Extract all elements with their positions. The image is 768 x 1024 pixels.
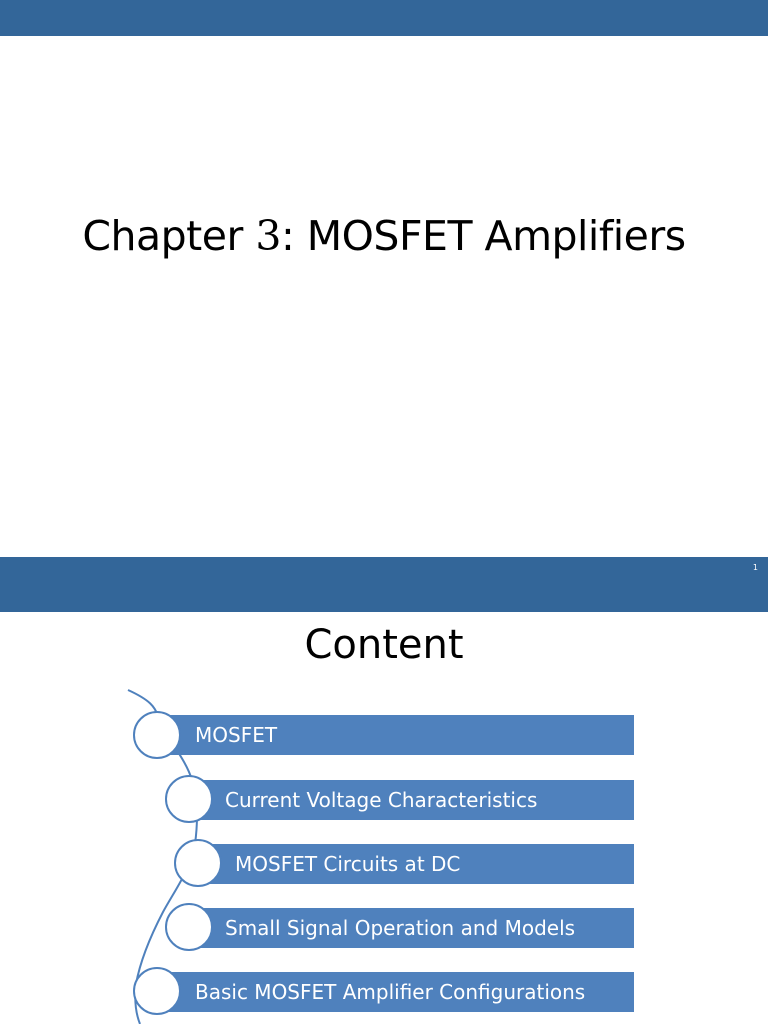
content-item-label: Small Signal Operation and Models (225, 916, 576, 940)
slide-title: Chapter 3: MOSFET Amplifiers (0, 212, 768, 260)
content-item-iv-characteristics: Current Voltage Characteristics (190, 780, 634, 820)
content-heading: Content (304, 622, 464, 668)
title-prefix: Chapter (82, 212, 256, 260)
content-item-mosfet: MOSFET (155, 715, 634, 755)
content-item-marker (174, 839, 222, 887)
slide-divider-bar: 1 (0, 557, 768, 612)
content-item-dc-circuits: MOSFET Circuits at DC (200, 844, 634, 884)
content-item-marker (165, 903, 213, 951)
slide-number: 1 (752, 563, 758, 572)
content-item-label: Current Voltage Characteristics (225, 788, 538, 812)
content-item-marker (133, 711, 181, 759)
content-item-small-signal: Small Signal Operation and Models (190, 908, 634, 948)
content-item-label: MOSFET Circuits at DC (235, 852, 461, 876)
slide1-top-bar (0, 0, 768, 36)
chapter-number: 3 (255, 212, 281, 260)
content-item-marker (133, 967, 181, 1015)
content-item-amplifier-configs: Basic MOSFET Amplifier Configurations (155, 972, 634, 1012)
content-item-marker (165, 775, 213, 823)
content-item-label: Basic MOSFET Amplifier Configurations (195, 980, 586, 1004)
content-item-label: MOSFET (195, 723, 278, 747)
title-suffix: : MOSFET Amplifiers (280, 212, 686, 260)
